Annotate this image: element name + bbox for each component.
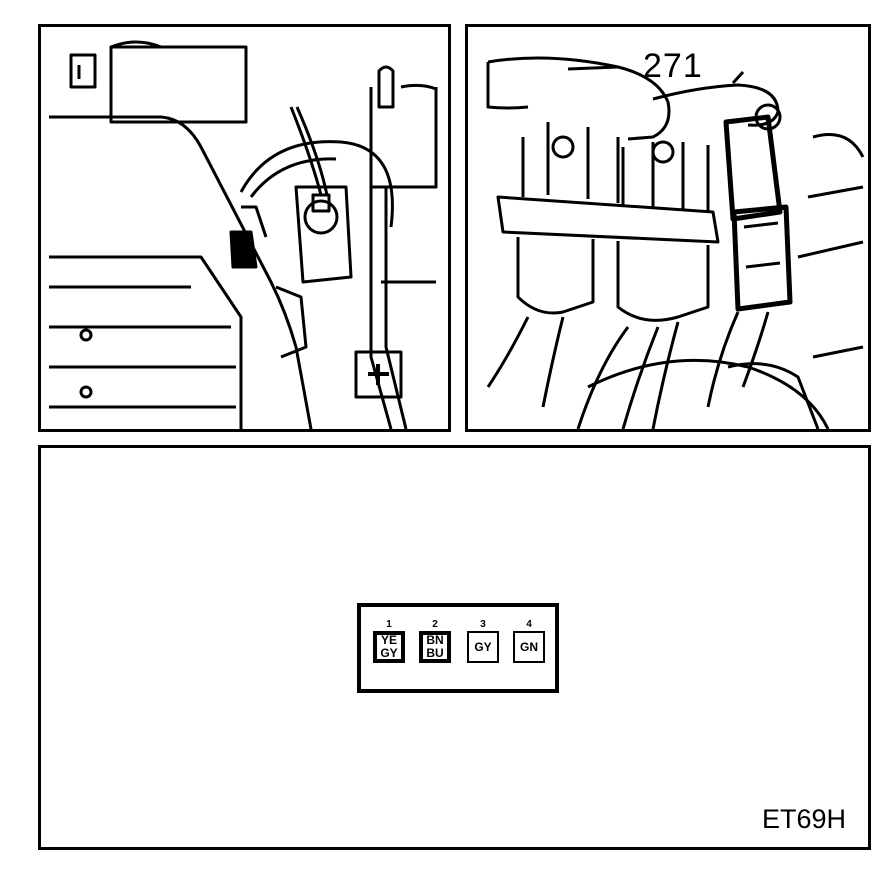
pin-cavity: YE GY [373, 631, 405, 663]
wire-color: GY [380, 646, 398, 660]
wire-color: GY [474, 639, 492, 654]
pin-2: 2 BN BU [417, 619, 453, 663]
pin-cavity: GN [513, 631, 545, 663]
figure-reference-code: ET69H [761, 804, 846, 834]
pin-1: 1 YE GY [371, 619, 407, 663]
connector-face: 1 YE GY 2 BN BU 3 GY 4 GN [357, 603, 559, 693]
wire-color: GN [520, 639, 538, 654]
pin-cavity: GY [467, 631, 499, 663]
connector-closeup-drawing [486, 56, 865, 429]
pin-number: 2 [432, 619, 438, 630]
pin-number: 1 [386, 619, 392, 630]
pin-3: 3 GY [465, 619, 501, 663]
wire-color: BN [426, 633, 444, 647]
connector-closeup-illustration: 271 [465, 24, 871, 432]
wire-color: BU [426, 646, 444, 660]
wire-color: YE [380, 633, 397, 647]
engine-bay-drawing [49, 40, 438, 429]
pin-cavity: BN BU [419, 631, 451, 663]
connector-pinout-panel: 1 YE GY 2 BN BU 3 GY 4 GN ET69H [38, 445, 871, 850]
callout-271: 271 [643, 47, 703, 85]
pin-number: 3 [480, 619, 486, 630]
engine-bay-illustration [38, 24, 451, 432]
pin-number: 4 [526, 619, 532, 630]
pin-4: 4 GN [511, 619, 547, 663]
